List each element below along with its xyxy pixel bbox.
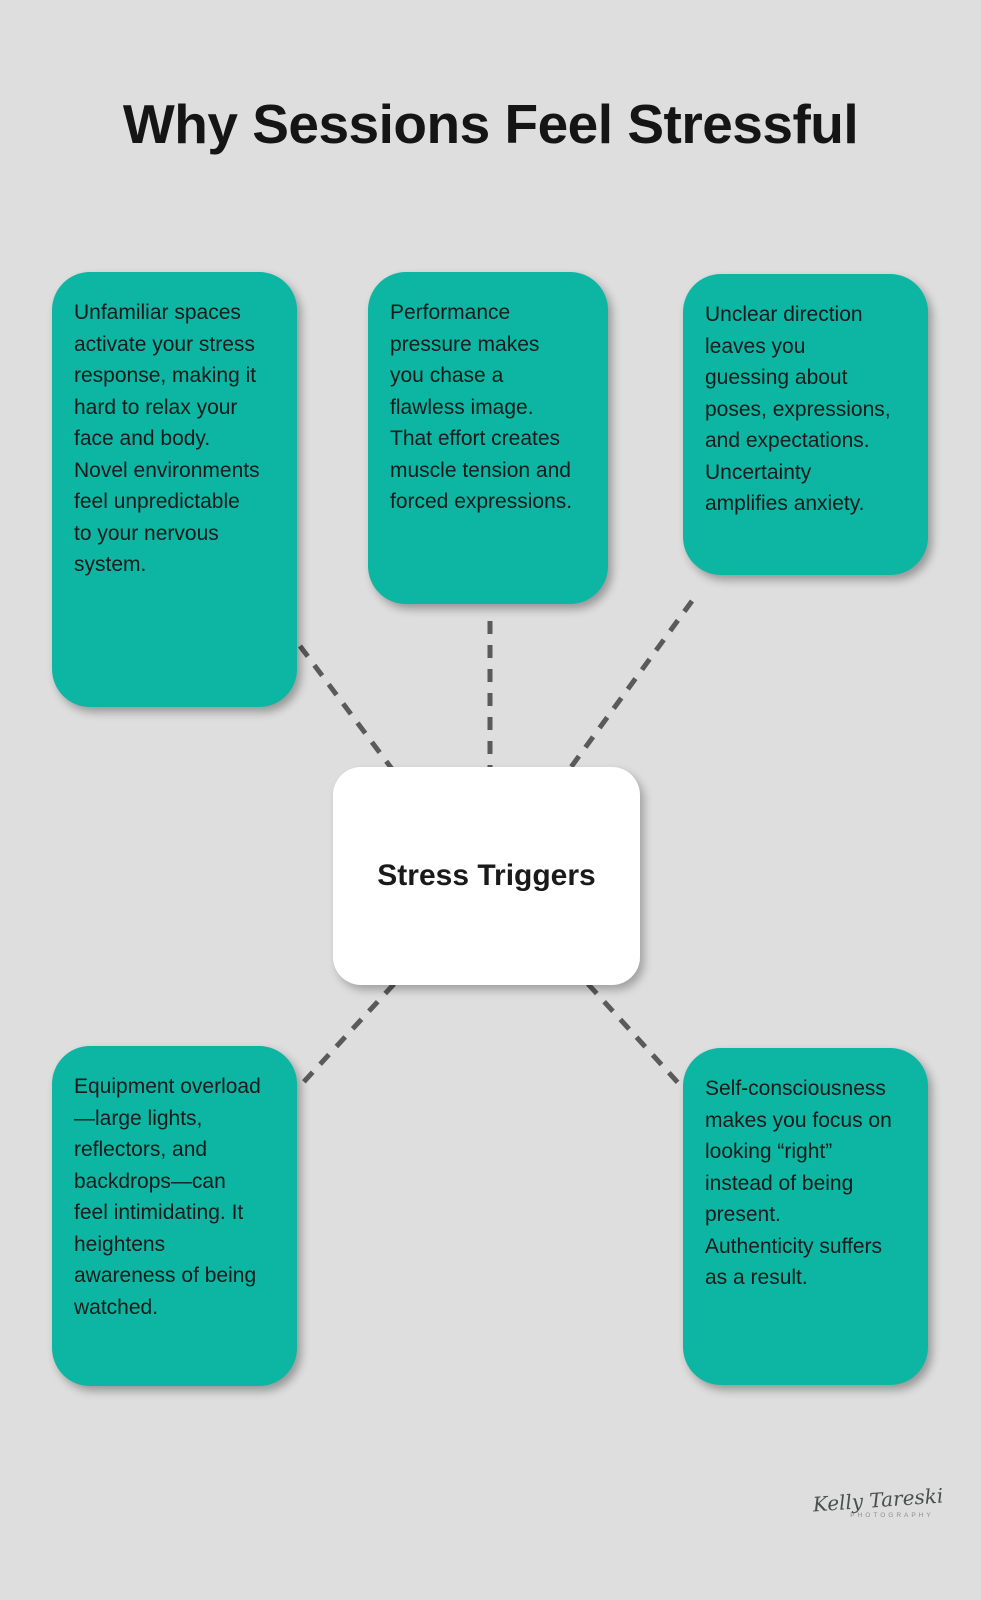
center-node-stress-triggers: Stress Triggers [333,767,640,985]
signature-subtitle: PHOTOGRAPHY [850,1512,934,1519]
node-performance-pressure: Performance pressure makes you chase a f… [368,272,608,604]
connector-line-top-left [297,644,401,779]
node-equipment-overload: Equipment overload—large lights, reflect… [52,1046,297,1386]
node-unclear-direction-text: Unclear direction leaves you guessing ab… [705,303,891,515]
page-title: Why Sessions Feel Stressful [122,93,859,155]
node-unclear-direction: Unclear direction leaves you guessing ab… [683,274,928,575]
center-node-label: Stress Triggers [377,859,596,892]
connector-line-top-right [563,599,695,776]
signature-logo: Kelly Tareski PHOTOGRAPHY [808,1483,948,1519]
connector-line-bottom-right [586,982,683,1088]
node-performance-pressure-text: Performance pressure makes you chase a f… [390,301,573,513]
node-unfamiliar-spaces-text: Unfamiliar spaces activate your stress r… [74,301,260,576]
node-equipment-overload-text: Equipment overload—large lights, reflect… [74,1075,261,1319]
node-self-consciousness-text: Self-consciousness makes you focus on lo… [705,1077,892,1289]
connector-line-bottom-left [298,982,396,1088]
node-unfamiliar-spaces: Unfamiliar spaces activate your stress r… [52,272,297,707]
node-self-consciousness: Self-consciousness makes you focus on lo… [683,1048,928,1385]
